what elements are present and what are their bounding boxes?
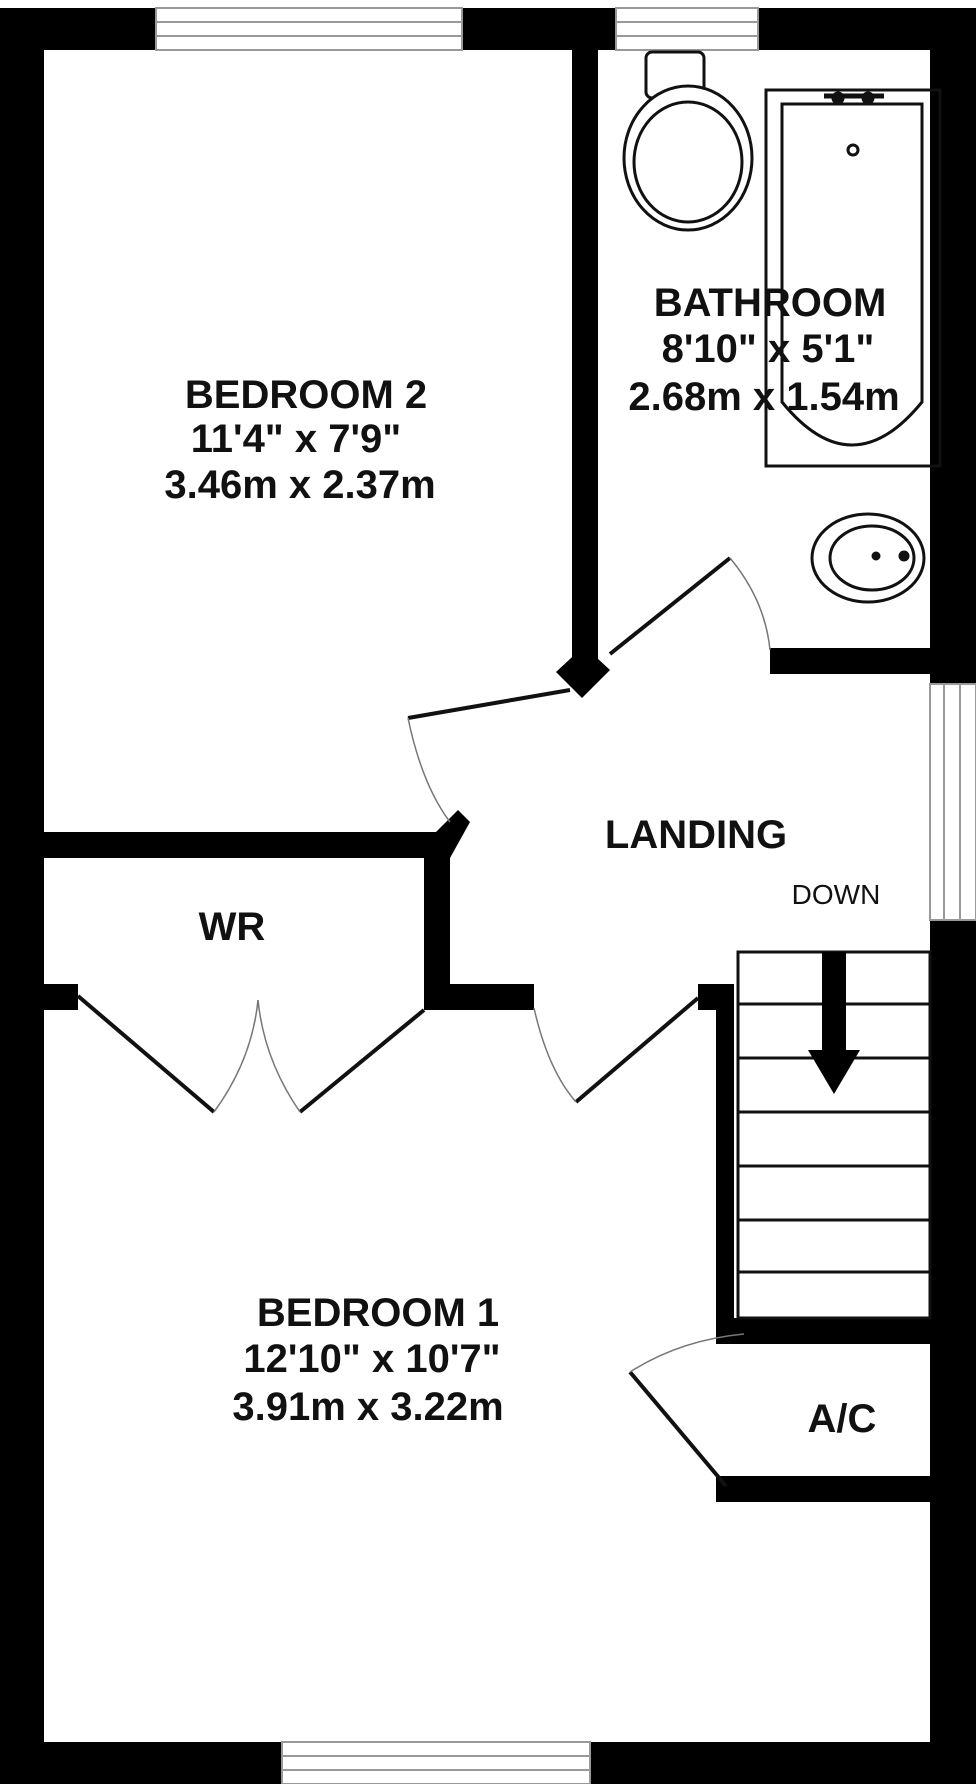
wall-wr-left-stub [44,984,78,1010]
basin-icon [810,512,926,604]
bedroom2-imperial: 11'4" x 7'9" [191,417,401,461]
wall-bed2-door-post [556,646,610,698]
windows [155,7,976,1784]
label-bedroom1: BEDROOM 1 12'10" x 10'7" 3.91m x 3.22m [232,1291,503,1429]
door-bedroom2-swing [407,717,451,823]
window-bathroom [615,7,759,51]
wall-top-middle [462,8,616,50]
wall-bed2-bottom [44,832,436,858]
door-bathroom-swing [729,557,771,651]
wall-ac-post [716,1476,730,1502]
wall-stair-left [716,984,734,1344]
landing-name: LANDING [605,813,787,857]
window-landing [929,683,976,921]
stair-arrow-icon [808,952,860,1094]
door-bedroom1-leaf [574,996,700,1104]
bath-icon [764,88,942,468]
bedroom2-name: BEDROOM 2 [185,373,427,417]
bathroom-name: BATHROOM [654,281,887,325]
bedroom2-metric: 3.46m x 2.37m [164,463,435,507]
door-bedroom2-leaf [407,688,571,720]
toilet-icon [622,50,754,232]
label-bathroom: BATHROOM 8'10" x 5'1" 2.68m x 1.54m [628,281,899,419]
bedroom1-imperial: 12'10" x 10'7" [243,1337,500,1381]
door-bedroom1-swing [533,1007,577,1103]
door-wr-right-swing [257,999,301,1113]
door-bathroom-leaf [608,556,732,656]
window-bedroom1 [281,1741,591,1784]
wall-bottom-right [590,1742,976,1784]
door-wr-right-leaf [298,1008,426,1114]
wall-right-lower [930,920,976,1784]
door-wr-left-swing [213,999,259,1113]
wall-left [0,8,44,1784]
door-ac-leaf [628,1370,728,1488]
wr-name: WR [199,905,266,949]
door-wr-left-leaf [76,994,216,1114]
wall-wr-bottom-stub [424,984,534,1010]
door-ac-swing [629,1333,745,1373]
bathroom-metric: 2.68m x 1.54m [628,375,899,419]
label-landing: LANDING DOWN [605,813,880,910]
wall-right-upper [930,8,976,684]
wall-bath-bottom [770,648,930,674]
doors [76,556,771,1488]
wall-stair-bottom [716,1318,930,1344]
ac-name: A/C [808,1397,877,1441]
bedroom1-name: BEDROOM 1 [257,1291,499,1335]
wall-bottom-left [0,1742,282,1784]
window-bedroom2 [155,7,463,51]
wall-bed2-bath [572,50,598,660]
outer-walls [0,8,976,1784]
label-bedroom2: BEDROOM 2 11'4" x 7'9" 3.46m x 2.37m [164,373,435,507]
wall-wr-right [424,846,450,1010]
landing-down-note: DOWN [792,879,881,910]
internal-walls [44,50,930,1502]
wall-ac-bottom [730,1476,930,1502]
bathroom-imperial: 8'10" x 5'1" [662,327,875,371]
bedroom1-metric: 3.91m x 3.22m [232,1385,503,1429]
